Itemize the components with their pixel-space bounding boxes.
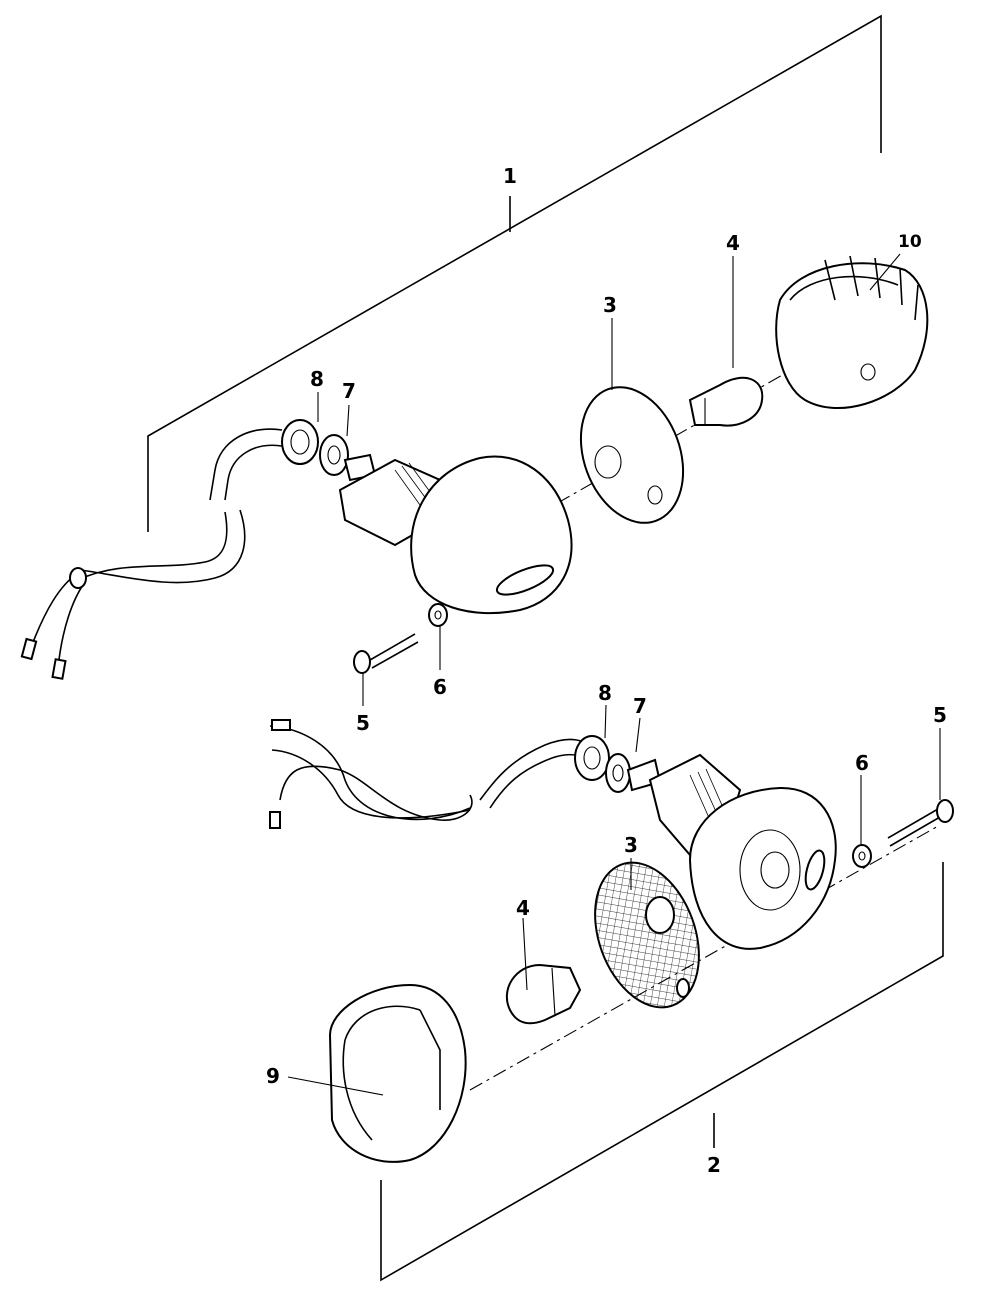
leader-lines (287, 253, 941, 1096)
callout-upper-8: 8 (310, 367, 324, 391)
callout-upper-7: 7 (342, 379, 356, 403)
lower-housing (688, 786, 837, 950)
lower-wire-harness (269, 719, 593, 829)
upper-screw (353, 633, 419, 674)
callout-2: 2 (707, 1153, 721, 1177)
callout-lower-5: 5 (933, 703, 947, 727)
lower-reflector (594, 861, 700, 1009)
callout-upper-5: 5 (356, 711, 370, 735)
upper-bulb (688, 376, 764, 427)
callout-lower-7: 7 (633, 694, 647, 718)
callout-lower-9: 9 (266, 1064, 280, 1088)
callout-upper-6: 6 (433, 675, 447, 699)
lower-small-washer (852, 844, 872, 868)
lower-grommet (574, 735, 610, 781)
callout-upper-4: 4 (726, 231, 740, 255)
callout-lower-3: 3 (624, 833, 638, 857)
lower-washer (605, 753, 631, 793)
callout-lower-4: 4 (516, 896, 530, 920)
upper-lens (775, 255, 929, 409)
lower-lens (328, 983, 467, 1163)
upper-small-washer (428, 603, 448, 627)
lower-turn-signal (269, 719, 954, 1163)
callout-1: 1 (503, 164, 517, 188)
lower-screw (887, 799, 954, 847)
upper-wire-harness (20, 428, 283, 680)
upper-housing (410, 455, 573, 614)
callout-lower-8: 8 (598, 681, 612, 705)
bracket-assembly-2 (380, 862, 944, 1282)
bracket-assembly-1 (147, 14, 882, 532)
upper-grommet (281, 419, 319, 465)
callout-labels: 1 2 3 4 5 6 7 8 10 3 4 5 6 7 8 9 (266, 164, 947, 1177)
upper-washer (319, 434, 349, 476)
upper-gasket (579, 386, 685, 524)
lower-bulb (505, 963, 582, 1025)
upper-turn-signal (20, 255, 929, 680)
callout-lower-6: 6 (855, 751, 869, 775)
callout-upper-3: 3 (603, 293, 617, 317)
callout-upper-10: 10 (898, 232, 922, 252)
